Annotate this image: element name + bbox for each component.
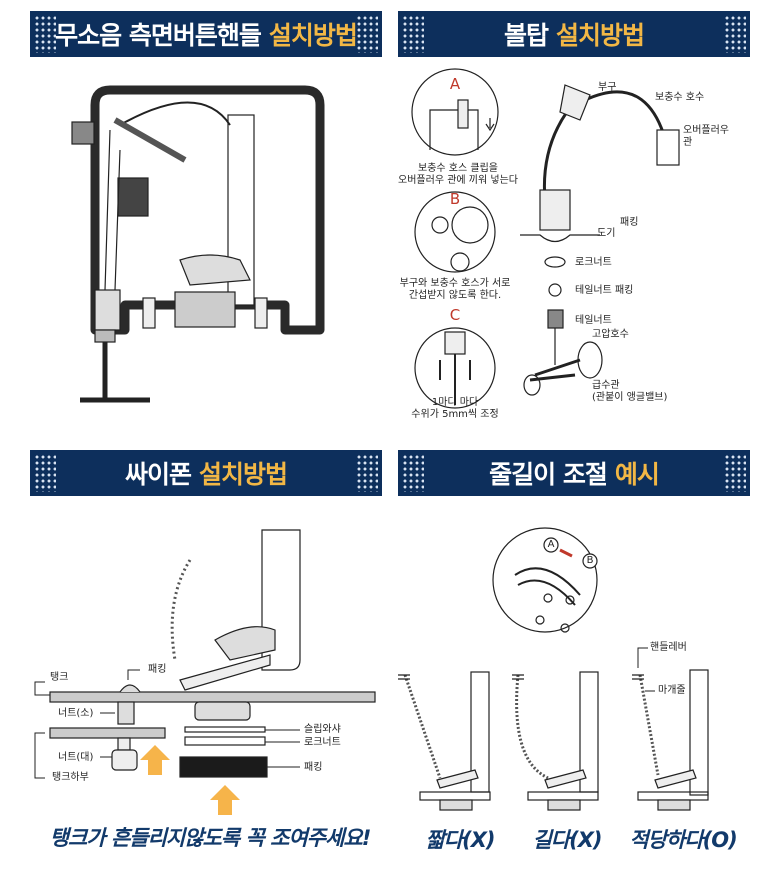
- banner-ball-tap: 볼탑 설치방법: [398, 11, 750, 57]
- label-b: B: [449, 190, 461, 208]
- banner-title-accent: 예시: [614, 460, 660, 489]
- caption-long: 길다(X): [532, 828, 602, 852]
- dots-decoration: [724, 15, 746, 53]
- note-b-line2: 간섭받지 않도록 한다.: [408, 290, 502, 301]
- label-packing-top: 패킹: [148, 664, 167, 675]
- dots-decoration: [34, 454, 56, 492]
- dots-decoration: [724, 454, 746, 492]
- note-b-line1: 부구와 보충수 호스가 서로: [399, 278, 511, 289]
- banner-title: 줄길이 조절: [489, 460, 608, 489]
- chain-illustration: [398, 527, 709, 811]
- label-stopper-chain: 마개줄: [658, 685, 686, 696]
- dots-decoration: [402, 15, 424, 53]
- label-packing-bottom: 패킹: [304, 762, 323, 773]
- label-slip-washer: 슬립와샤: [304, 724, 341, 735]
- label-supply-pipe: 급수관: [592, 380, 620, 391]
- banner-title-accent: 설치방법: [268, 21, 358, 50]
- label-overflow: 오버플러우: [683, 125, 729, 136]
- label-tank-bottom: 탱크하부: [52, 772, 89, 783]
- banner-title: 싸이폰: [124, 460, 192, 489]
- banner-title-accent: 설치방법: [199, 460, 288, 489]
- banner-title-accent: 설치방법: [556, 21, 645, 50]
- banner-title: 무소음 측면버튼핸들: [55, 21, 262, 50]
- ball-tap-illustration: [411, 68, 680, 409]
- note-c-line2: 수위가 5mm씩 조정: [411, 409, 499, 420]
- label-a: A: [547, 539, 555, 550]
- dots-decoration: [356, 454, 378, 492]
- siphon-illustration: [34, 529, 376, 815]
- label-tail-nut-packing: 테일너트 패킹: [575, 285, 634, 296]
- dots-decoration: [356, 15, 378, 53]
- caption-correct: 적당하다(O): [629, 828, 737, 852]
- label-tail-nut: 테일너트: [575, 315, 612, 326]
- note-a-line2: 오버플러우 관에 끼워 넣는다: [398, 175, 518, 186]
- caption-short: 짧다(X): [425, 828, 495, 852]
- label-a: A: [449, 75, 461, 93]
- label-high-pressure-hose: 고압호수: [592, 329, 629, 340]
- label-packing: 패킹: [620, 217, 639, 228]
- chain-example-long: [515, 671, 599, 811]
- note-a-line1: 보충수 호스 클립을: [418, 163, 498, 174]
- chain-example-correct: [637, 647, 709, 811]
- chain-example-short: [403, 671, 491, 811]
- label-float: 부구: [598, 82, 617, 93]
- label-overflow-pipe: 관: [683, 137, 693, 148]
- dots-decoration: [34, 15, 56, 53]
- dots-decoration: [402, 454, 424, 492]
- label-nut-small: 너트(소): [58, 708, 94, 719]
- label-refill-hose: 보충수 호수: [655, 92, 705, 103]
- banner-title: 볼탑: [503, 21, 549, 50]
- label-tank: 탱크: [50, 672, 69, 683]
- label-angle-valve: (관붙이 앵글밸브): [592, 392, 668, 403]
- side-button-tank-illustration: [71, 85, 325, 403]
- banner-siphon: 싸이폰 설치방법: [30, 450, 382, 496]
- label-nut-large: 너트(대): [58, 752, 94, 763]
- label-lock-nut: 로크너트: [304, 737, 341, 748]
- banner-side-button: 무소음 측면버튼핸들 설치방법: [30, 11, 382, 57]
- label-b: B: [586, 555, 594, 566]
- siphon-caption: 탱크가 흔들리지않도록 꼭 조여주세요!: [49, 826, 372, 850]
- label-c: C: [449, 306, 461, 324]
- label-bowl: 도기: [597, 228, 616, 239]
- label-lock-nut: 로크너트: [575, 257, 612, 268]
- note-c-line1: 1마디 마다: [431, 397, 479, 408]
- banner-chain: 줄길이 조절 예시: [398, 450, 750, 496]
- label-handle-lever: 핸들레버: [650, 642, 687, 653]
